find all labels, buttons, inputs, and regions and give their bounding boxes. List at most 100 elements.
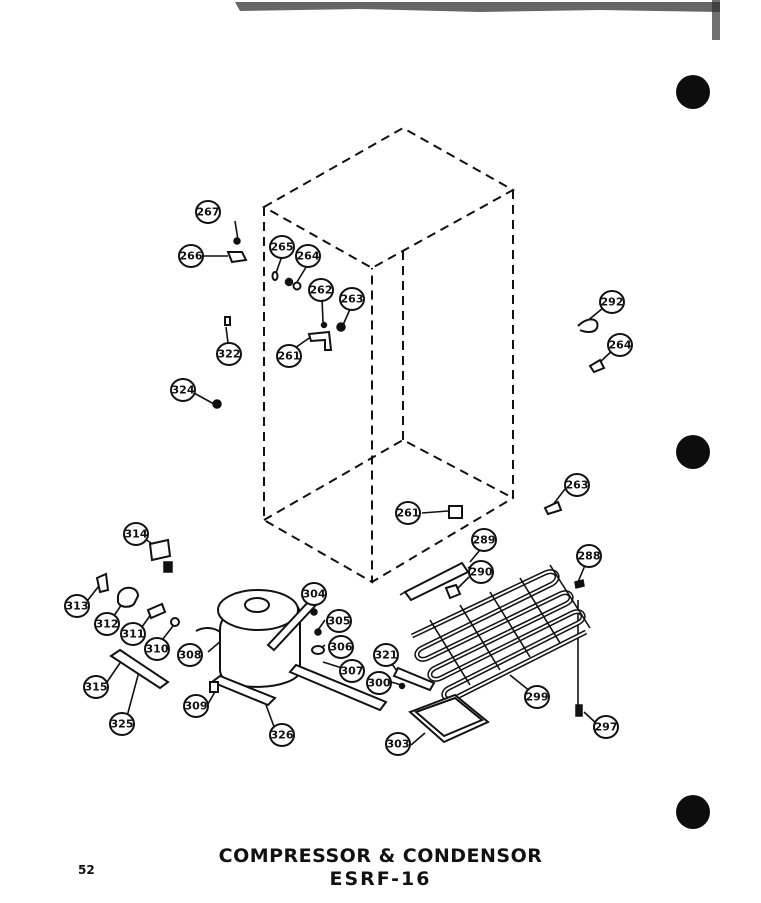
callout-label: 306 [330, 641, 353, 654]
callout-261: 261 [276, 344, 302, 368]
callout-circle [599, 290, 625, 314]
callout-261: 261 [395, 501, 421, 525]
callout-label: 292 [601, 296, 624, 309]
callout-circle [123, 522, 149, 546]
callout-circle [339, 659, 365, 683]
callout-circle [269, 723, 295, 747]
callout-324: 324 [170, 378, 196, 402]
callout-262: 262 [308, 278, 334, 302]
callout-289: 289 [471, 528, 497, 552]
callout-label: 305 [328, 615, 351, 628]
callout-label: 297 [595, 721, 618, 734]
condenser-coil [410, 564, 591, 702]
callout-311: 311 [120, 622, 146, 646]
callout-299: 299 [524, 685, 550, 709]
callout-label: 267 [197, 206, 220, 219]
callout-circle [395, 501, 421, 525]
callout-325: 325 [109, 712, 135, 736]
callout-263: 263 [564, 473, 590, 497]
callout-circle [471, 528, 497, 552]
callout-308: 308 [177, 643, 203, 667]
callout-315: 315 [83, 675, 109, 699]
callout-label: 299 [526, 691, 549, 704]
callout-label: 264 [609, 339, 632, 352]
callout-label: 309 [185, 700, 208, 713]
callout-label: 266 [180, 250, 203, 263]
binder-hole-middle [676, 435, 710, 469]
callout-310: 310 [144, 637, 170, 661]
callout-label: 314 [125, 528, 148, 541]
callout-304: 304 [301, 582, 327, 606]
callout-circle [524, 685, 550, 709]
callout-306: 306 [328, 635, 354, 659]
callout-300: 300 [366, 671, 392, 695]
callout-label: 300 [368, 677, 391, 690]
callout-circle [269, 235, 295, 259]
callout-label: 324 [172, 384, 195, 397]
callout-circle [301, 582, 327, 606]
callout-297: 297 [593, 715, 619, 739]
callout-label: 304 [303, 588, 326, 601]
callout-label: 308 [179, 649, 202, 662]
cabinet-outline [261, 126, 516, 584]
callout-321: 321 [373, 643, 399, 667]
callout-label: 307 [341, 665, 364, 678]
callout-label: 261 [397, 507, 420, 520]
callout-circle [373, 643, 399, 667]
callout-circle [170, 378, 196, 402]
callout-circle [177, 643, 203, 667]
callout-label: 262 [310, 284, 333, 297]
callout-307: 307 [339, 659, 365, 683]
callout-circle [276, 344, 302, 368]
callout-circle [607, 333, 633, 357]
callout-circle [109, 712, 135, 736]
scan-edge-smudge [235, 2, 720, 12]
model-number: ESRF-16 [329, 868, 432, 890]
callout-circle [178, 244, 204, 268]
callout-circle [366, 671, 392, 695]
binder-hole-top [676, 75, 710, 109]
callout-312: 312 [94, 612, 120, 636]
callout-263: 263 [339, 287, 365, 311]
callout-265: 265 [269, 235, 295, 259]
callout-303: 303 [385, 732, 411, 756]
callout-label: 312 [96, 618, 119, 631]
screw-300 [398, 682, 406, 690]
nut-290 [444, 583, 462, 600]
callout-circle [94, 612, 120, 636]
callout-264: 264 [607, 333, 633, 357]
callout-circle [120, 622, 146, 646]
callout-309: 309 [183, 694, 209, 718]
callout-label: 325 [111, 718, 134, 731]
callout-label: 290 [470, 566, 493, 579]
callout-circle [144, 637, 170, 661]
callout-circle [576, 544, 602, 568]
callout-circle [468, 560, 494, 584]
callout-313: 313 [64, 594, 90, 618]
callout-305: 305 [326, 609, 352, 633]
callout-circle [593, 715, 619, 739]
callout-label: 261 [278, 350, 301, 363]
callout-circle [295, 244, 321, 268]
callout-292: 292 [599, 290, 625, 314]
callout-circle [83, 675, 109, 699]
callout-label: 311 [122, 628, 145, 641]
callout-264: 264 [295, 244, 321, 268]
diagram-title: COMPRESSOR & CONDENSOR [218, 845, 543, 867]
callout-label: 310 [146, 643, 169, 656]
callout-circle [183, 694, 209, 718]
callout-label: 263 [341, 293, 364, 306]
binder-hole-bottom [676, 795, 710, 829]
callout-288: 288 [576, 544, 602, 568]
callout-label: 315 [85, 681, 108, 694]
callout-label: 288 [578, 550, 601, 563]
callout-circle [326, 609, 352, 633]
callout-circle [216, 342, 242, 366]
callout-290: 290 [468, 560, 494, 584]
callout-circle [64, 594, 90, 618]
bracket-321 [392, 666, 436, 692]
callout-267: 267 [195, 200, 221, 224]
callout-label: 313 [66, 600, 89, 613]
compressor [195, 589, 388, 712]
